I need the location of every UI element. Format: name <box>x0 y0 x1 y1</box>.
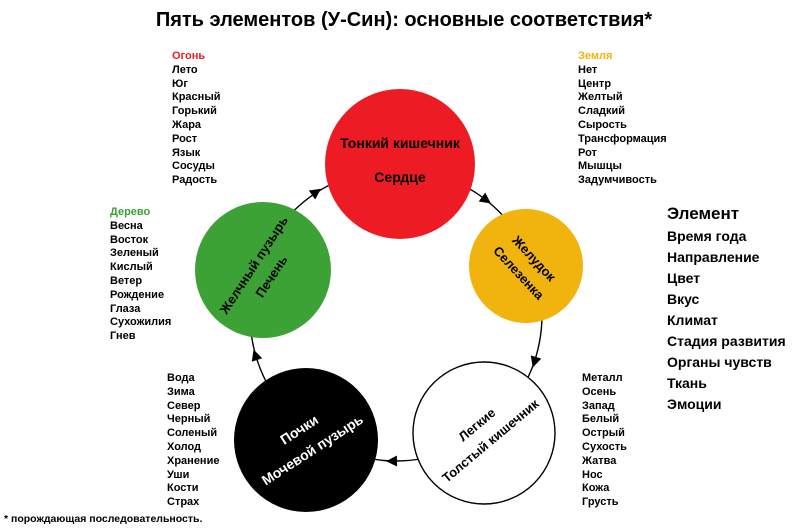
legend-item: Климат <box>667 312 718 328</box>
attribute-item: Рот <box>578 146 597 159</box>
attribute-item: Красный <box>172 91 221 104</box>
attribute-item: Нет <box>578 63 598 76</box>
attribute-item: Восток <box>110 233 149 246</box>
arrow-water-to-wood-icon <box>251 349 263 362</box>
footnote: * порождающая последовательность. <box>4 513 203 525</box>
legend-title: Элемент <box>667 204 740 223</box>
attribute-item: Сухость <box>582 440 627 453</box>
attribute-item: Кислый <box>110 261 153 274</box>
attribute-item: Острый <box>582 427 625 440</box>
attribute-item: Запад <box>582 399 615 412</box>
wood-element-label: Дерево <box>110 206 151 218</box>
arrow-earth-to-metal-icon <box>530 355 542 368</box>
attribute-item: Холод <box>167 440 202 453</box>
legend-item: Вкус <box>667 291 700 307</box>
metal-attributes-list: Металл Осень Запад Белый Острый Сухость … <box>582 372 627 510</box>
attribute-item: Белый <box>582 413 620 426</box>
legend-item: Направление <box>667 249 760 265</box>
arrow-fire-to-earth-icon <box>478 192 491 204</box>
attribute-item: Рост <box>172 132 198 145</box>
legend-item: Ткань <box>667 375 707 391</box>
attribute-item: Рождение <box>110 288 165 301</box>
page-title: Пять элементов (У-Син): основные соответ… <box>155 9 653 31</box>
legend-item: Органы чувств <box>667 354 772 370</box>
attribute-item: Зима <box>167 385 195 398</box>
attribute-item: Жара <box>172 118 202 131</box>
legend: Элемент Время года Направление Цвет Вкус… <box>667 202 786 415</box>
attribute-item: Трансформация <box>578 132 667 145</box>
water-attributes-list: Вода Зима Север Черный Соленый Холод Хра… <box>167 372 219 510</box>
attribute-item: Задумчивость <box>578 174 657 187</box>
water-element-label: Вода <box>167 372 195 384</box>
attribute-item: Сырость <box>578 118 627 131</box>
attribute-item: Ветер <box>110 274 143 287</box>
attribute-item: Сухожилия <box>110 316 172 329</box>
fire-attributes-list: Огонь Лето Юг Красный Горький Жара Рост … <box>172 50 220 188</box>
attribute-item: Глаза <box>110 302 141 315</box>
wood-attributes-list: Дерево Весна Восток Зеленый Кислый Ветер… <box>110 206 171 344</box>
attribute-item: Хранение <box>167 454 220 467</box>
attribute-item: Жатва <box>582 454 617 467</box>
fire-circle <box>325 89 475 239</box>
attribute-item: Черный <box>167 413 211 426</box>
attribute-item: Мышцы <box>578 160 622 173</box>
attribute-item: Желтый <box>578 91 623 104</box>
attribute-item: Осень <box>582 385 617 398</box>
wood-circle <box>195 202 331 338</box>
attribute-item: Соленый <box>167 427 218 440</box>
attribute-item: Нос <box>582 468 603 481</box>
attribute-item: Уши <box>167 468 190 481</box>
legend-item: Время года <box>667 228 747 244</box>
attribute-item: Страх <box>167 496 200 509</box>
fire-yin-organ: Сердце <box>374 169 426 185</box>
arrow-wood-to-fire-icon <box>308 188 322 200</box>
legend-item: Эмоции <box>667 396 722 412</box>
attribute-item: Грусть <box>582 496 619 509</box>
attribute-item: Язык <box>172 146 201 159</box>
fire-element-label: Огонь <box>172 50 206 62</box>
attribute-item: Сладкий <box>578 105 626 118</box>
attribute-item: Сосуды <box>172 160 215 173</box>
attribute-item: Весна <box>110 219 143 232</box>
water-circle <box>234 368 378 512</box>
earth-attributes-list: Земля Нет Центр Желтый Сладкий Сырость Т… <box>578 50 667 188</box>
arrow-metal-to-water-icon <box>386 455 398 467</box>
metal-element-label: Металл <box>582 372 623 384</box>
attribute-item: Лето <box>172 63 198 76</box>
legend-item: Цвет <box>667 270 701 286</box>
attribute-item: Север <box>167 399 201 412</box>
attribute-item: Кожа <box>582 482 610 495</box>
attribute-item: Центр <box>578 77 612 90</box>
attribute-item: Кости <box>167 482 199 495</box>
legend-item: Стадия развития <box>667 333 786 349</box>
attribute-item: Радость <box>172 174 218 187</box>
fire-organs-label: Тонкий кишечник Сердце <box>340 134 460 186</box>
attribute-item: Зеленый <box>110 247 159 260</box>
attribute-item: Юг <box>172 77 188 90</box>
attribute-item: Горький <box>172 105 217 118</box>
metal-circle <box>412 361 556 505</box>
attribute-item: Гнев <box>110 330 136 343</box>
earth-element-label: Земля <box>578 50 613 62</box>
fire-yang-organ: Тонкий кишечник <box>340 135 460 151</box>
earth-circle <box>469 209 583 323</box>
